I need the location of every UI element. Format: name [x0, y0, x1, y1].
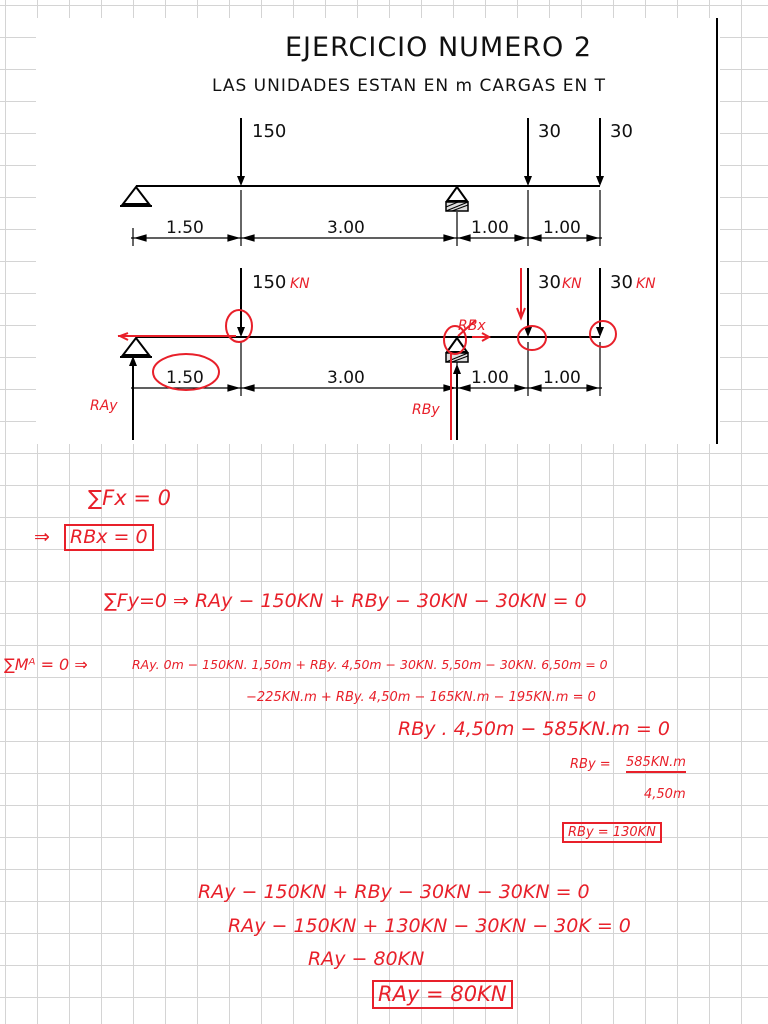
dim-label-1-00b: 1.00 — [543, 218, 581, 238]
rby-fraction-left: RBy = — [570, 757, 611, 772]
roller-support-b2-icon — [445, 336, 469, 363]
diagram-sheet — [36, 18, 720, 444]
ray-equation-line-1: RAy − 150KN + RBy − 30KN − 30KN = 0 — [198, 881, 590, 903]
rby-fraction-denominator: 4,50m — [644, 787, 686, 802]
dim2-label-1-00a: 1.00 — [471, 368, 509, 388]
diagram-title: EJERCICIO NUMERO 2 — [285, 32, 592, 63]
rby-result-box: RBy = 130KN — [562, 822, 662, 843]
reaction-label-ray: RAy — [90, 398, 118, 414]
load-arrow2-30b-icon — [596, 268, 604, 337]
load2-unit-30a: KN — [562, 276, 582, 292]
load2-label-150: 150 — [252, 272, 286, 293]
load-arrow2-150-icon — [237, 268, 245, 337]
beam-diagram: EJERCICIO NUMERO 2 LAS UNIDADES ESTAN EN… — [90, 32, 656, 440]
rbx-arrowhead-icon — [481, 332, 492, 342]
load2-unit-30b: KN — [636, 276, 656, 292]
dim2-label-1-50: 1.50 — [166, 368, 204, 388]
reaction-arrow-a-icon — [129, 356, 137, 440]
load-label-150: 150 — [252, 121, 286, 142]
rbx-leader-line — [457, 319, 477, 337]
dim-label-1-50: 1.50 — [166, 218, 204, 238]
sum-ma-line-3: RBy . 4,50m − 585KN.m = 0 — [398, 718, 670, 740]
dim-label-1-00a: 1.00 — [471, 218, 509, 238]
diagram-subtitle: LAS UNIDADES ESTAN EN m CARGAS EN T — [212, 76, 606, 96]
load-arrow-30a-icon — [524, 118, 532, 186]
ray-result-box: RAy = 80KN — [372, 980, 513, 1009]
sum-ma-head: ∑Mᴬ = 0 ⇒ — [4, 655, 88, 674]
ray-equation-line-2: RAy − 150KN + 130KN − 30KN − 30K = 0 — [228, 915, 631, 937]
ray-equation-line-3: RAy − 80KN — [308, 948, 425, 970]
load-arrow-150-icon — [237, 118, 245, 186]
left-arrowhead-icon — [117, 332, 129, 341]
sum-fx-equation: ∑Fx = 0 — [88, 486, 171, 510]
load2-label-30a: 30 — [538, 272, 561, 293]
pin-support-a-icon — [120, 185, 152, 207]
load2-unit-150: KN — [290, 276, 310, 292]
load-arrow-30b-icon — [596, 118, 604, 186]
red-annotations — [117, 268, 617, 391]
moment-circle-30a-icon — [517, 325, 547, 351]
load2-label-30b: 30 — [610, 272, 633, 293]
dim-label-3-00: 3.00 — [327, 218, 365, 238]
sum-fy-equation: ∑Fy=0 ⇒ RAy − 150KN + RBy − 30KN − 30KN … — [104, 590, 587, 612]
moment-circle-b-icon — [443, 325, 467, 355]
sum-ma-line-2: −225KN.m + RBy. 4,50m − 165KN.m − 195KN.… — [246, 690, 596, 705]
dim2-label-1-00b: 1.00 — [543, 368, 581, 388]
load-label-30b: 30 — [610, 121, 633, 142]
pin-support-a2-icon — [120, 336, 152, 358]
load-label-30a: 30 — [538, 121, 561, 142]
sum-ma-line-1: RAy. 0m − 150KN. 1,50m + RBy. 4,50m − 30… — [132, 657, 608, 672]
rby-fraction-numerator: 585KN.m — [626, 756, 686, 773]
reaction-arrow-b-icon — [450, 352, 461, 440]
beam-2: 150 KN 30 KN 30 KN 1.50 3.00 1.00 1.00 — [90, 268, 656, 440]
dim-circle-1-50-icon — [152, 353, 220, 391]
reaction-label-rbx: RBx — [458, 318, 486, 334]
red-load-arrowhead-icon — [516, 307, 526, 321]
beam-1: 150 30 30 1.50 3.00 1.00 1.00 — [120, 118, 633, 246]
moment-circle-150-icon — [225, 309, 253, 343]
load-arrow2-30a-icon — [524, 268, 532, 337]
moment-circle-30b-icon — [589, 320, 617, 348]
frame-border-line — [716, 18, 718, 444]
dimension-line-1 — [131, 190, 602, 246]
implies-arrow-1: ⇒ — [34, 526, 50, 548]
dim2-label-3-00: 3.00 — [327, 368, 365, 388]
roller-support-b-icon — [445, 185, 469, 212]
reaction-label-rby: RBy — [412, 402, 440, 418]
rbx-result-box: RBx = 0 — [64, 524, 154, 551]
